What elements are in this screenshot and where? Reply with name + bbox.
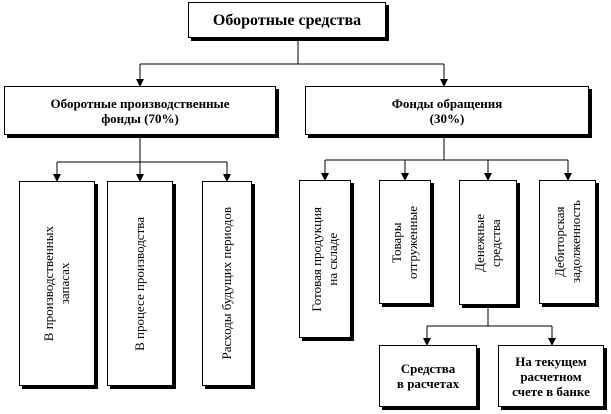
production-inventory-label: В производственных запасах xyxy=(41,225,72,342)
settlement-funds-box: Средства в расчетах xyxy=(379,345,477,407)
bank-account-label: На текущем расчетном счете в банке xyxy=(512,353,590,399)
root-box: Оборотные средства xyxy=(188,2,386,38)
work-in-progress-box: В процесе производства xyxy=(107,181,173,386)
cash-label: Денежные средства xyxy=(472,213,503,272)
finished-goods-box: Готовая продукция на складе xyxy=(299,180,351,338)
cash-box: Денежные средства xyxy=(459,180,517,305)
deferred-expenses-box: Расходы будущих периодов xyxy=(202,181,252,386)
root-label: Оборотные средства xyxy=(212,11,362,29)
production-funds-box: Оборотные производственные фонды (70%) xyxy=(4,86,276,135)
settlement-funds-label: Средства в расчетах xyxy=(396,361,460,391)
deferred-expenses-label: Расходы будущих периодов xyxy=(219,207,234,360)
circulation-funds-box: Фонды обращения (30%) xyxy=(305,86,589,135)
bank-account-box: На текущем расчетном счете в банке xyxy=(498,345,604,407)
circulation-funds-label: Фонды обращения (30%) xyxy=(391,95,503,126)
receivables-label: Дебиторская задолженность xyxy=(551,200,583,284)
shipped-goods-label: Товары отгруженные xyxy=(389,205,420,279)
receivables-box: Дебиторская задолженность xyxy=(539,180,596,304)
finished-goods-label: Готовая продукция на складе xyxy=(309,206,340,312)
production-funds-label: Оборотные производственные фонды (70%) xyxy=(50,95,230,126)
production-inventory-box: В производственных запасах xyxy=(19,181,95,386)
work-in-progress-label: В процесе производства xyxy=(132,216,147,351)
shipped-goods-box: Товары отгруженные xyxy=(379,180,431,304)
